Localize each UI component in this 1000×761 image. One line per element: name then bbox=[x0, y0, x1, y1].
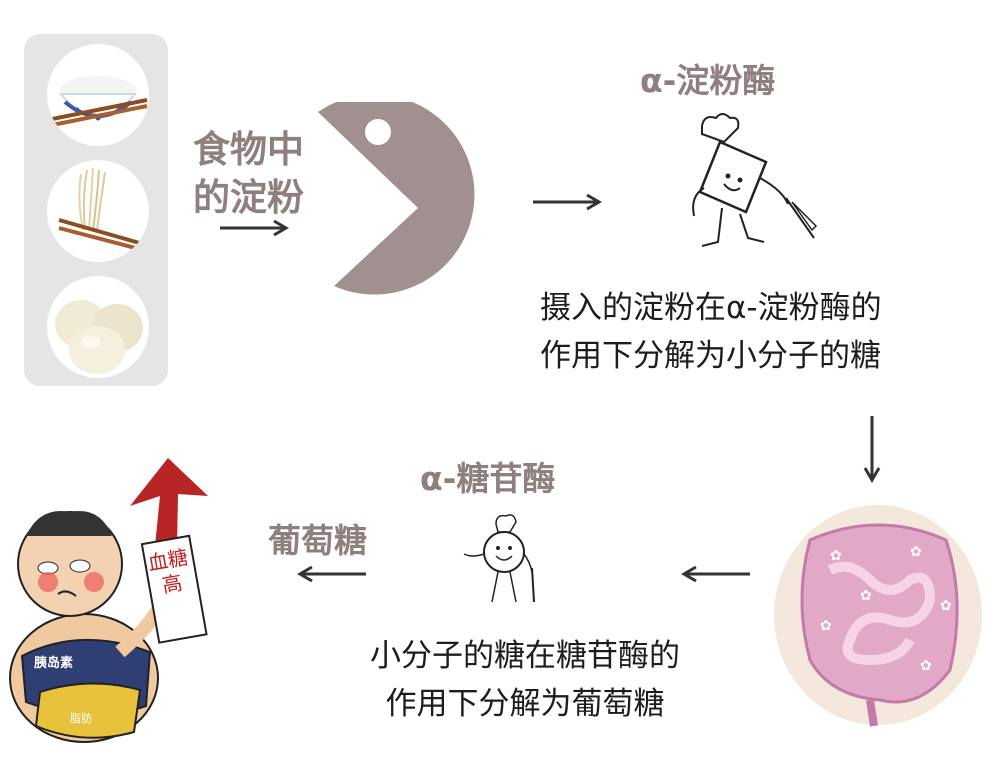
svg-text:✿: ✿ bbox=[860, 588, 872, 604]
enzyme2-desc-line1: 小分子的糖在糖苷酶的 bbox=[370, 638, 680, 674]
person-illustration bbox=[9, 458, 208, 743]
svg-text:✿: ✿ bbox=[820, 618, 832, 634]
enzyme1-desc-line2: 作用下分解为小分子的糖 bbox=[540, 338, 881, 374]
svg-text:✿: ✿ bbox=[910, 544, 922, 560]
arrow-down-icon bbox=[863, 416, 881, 483]
enzyme1-description: 摄入的淀粉在α-淀粉酶的 作用下分解为小分子的糖 bbox=[540, 284, 882, 380]
arrow-right-icon bbox=[533, 193, 602, 211]
digestion-pacman-icon bbox=[318, 102, 475, 295]
food-label-line1: 食物中 bbox=[193, 128, 304, 171]
amylase-chef-icon bbox=[692, 113, 818, 247]
svg-text:✿: ✿ bbox=[830, 548, 842, 564]
food-label-line2: 的淀粉 bbox=[193, 176, 304, 219]
belly-insulin-text: 胰岛素 bbox=[34, 656, 74, 671]
svg-text:✿: ✿ bbox=[920, 658, 932, 674]
enzyme1-desc-line1: 摄入的淀粉在α-淀粉酶的 bbox=[540, 290, 882, 326]
noodles-image bbox=[47, 160, 149, 262]
arrow-right-icon bbox=[220, 219, 289, 237]
svg-text:✿: ✿ bbox=[940, 598, 952, 614]
food-panel bbox=[24, 34, 168, 386]
enzyme2-desc-line2: 作用下分解为葡萄糖 bbox=[385, 686, 665, 722]
arrow-left-icon bbox=[297, 565, 366, 583]
pants-fat-text: 脂肪 bbox=[70, 712, 92, 725]
steamed-buns-image bbox=[47, 276, 149, 378]
glucosidase-chef-icon bbox=[463, 514, 535, 603]
enzyme2-description: 小分子的糖在糖苷酶的 作用下分解为葡萄糖 bbox=[330, 632, 720, 728]
sign-text: 血糖高 bbox=[146, 544, 190, 598]
intestine-image: ✿ ✿ ✿ ✿ ✿ ✿ bbox=[774, 505, 982, 727]
high-blood-sugar-person: 血糖高 胰岛素 脂肪 bbox=[0, 456, 240, 756]
alpha-glucosidase-label: α-糖苷酶 bbox=[420, 459, 556, 498]
rice-bowl-image bbox=[47, 44, 149, 146]
glucose-label: 葡萄糖 bbox=[268, 521, 367, 560]
alpha-amylase-label: α-淀粉酶 bbox=[640, 61, 776, 100]
food-starch-label: 食物中 的淀粉 bbox=[193, 126, 304, 222]
arrow-left-icon bbox=[681, 565, 750, 583]
